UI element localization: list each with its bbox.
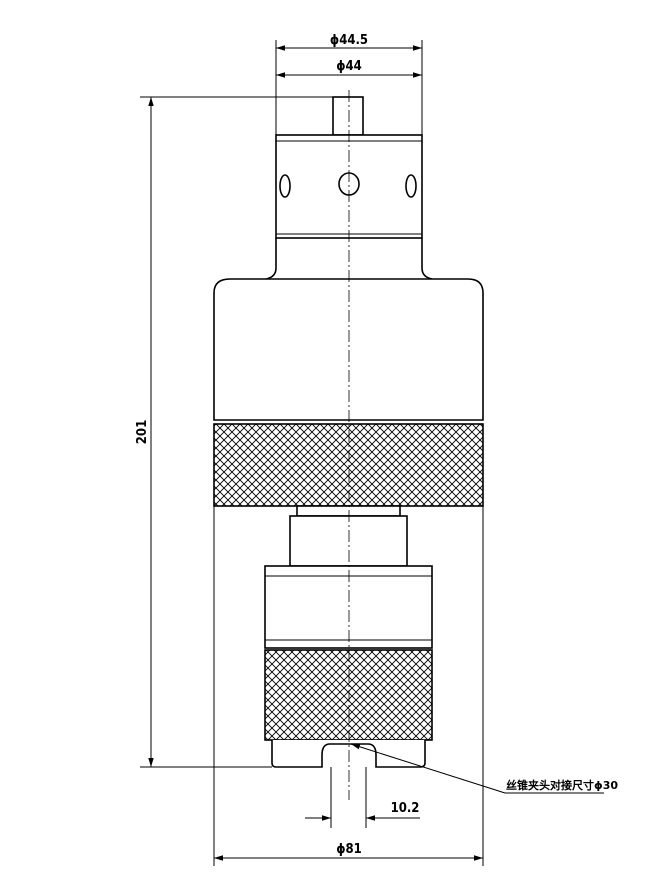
dim-top-inner-diameter: ϕ44 xyxy=(336,59,362,74)
top-dimensions: ϕ44.5 ϕ44 xyxy=(275,33,423,135)
dim-base-diameter: ϕ81 xyxy=(336,842,362,857)
knurled-ring-large xyxy=(213,423,484,507)
knurled-ring-small xyxy=(264,649,433,741)
lower-shaft xyxy=(289,515,408,567)
dim-slot-width: 10.2 xyxy=(391,801,420,816)
side-hole-left xyxy=(279,174,291,198)
collet-nut xyxy=(264,565,433,649)
slot-dimension: 10.2 xyxy=(305,767,420,828)
dim-overall-height: 201 xyxy=(135,420,150,444)
top-pin xyxy=(332,96,364,136)
tool-holder-body xyxy=(213,96,484,768)
main-body xyxy=(213,278,484,421)
height-dimension: 201 xyxy=(135,96,348,768)
base-dimension: ϕ81 xyxy=(213,506,484,866)
lower-neck xyxy=(296,505,401,517)
annotation-text: 丝锥夹头对接尺寸ϕ30 xyxy=(506,778,618,792)
side-hole-right xyxy=(405,174,417,198)
bottom-slotted-end xyxy=(271,740,426,768)
collet-annotation: 丝锥夹头对接尺寸ϕ30 xyxy=(350,743,618,794)
dim-top-outer-diameter: ϕ44.5 xyxy=(330,33,368,48)
